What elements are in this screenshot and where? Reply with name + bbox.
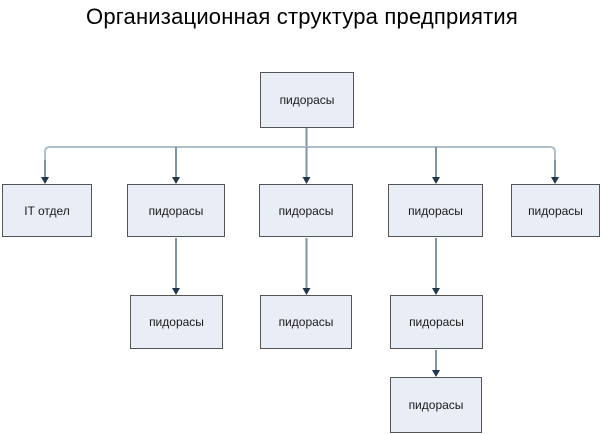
org-node-label: пидорасы <box>149 315 204 329</box>
org-node-label: пидорасы <box>408 398 464 412</box>
arrowhead <box>551 177 559 184</box>
org-node-label: пидорасы <box>148 203 204 218</box>
arrowhead <box>172 177 180 184</box>
connector-bus <box>44 146 556 180</box>
org-node-level2-3: пидорасы <box>259 184 353 237</box>
arrowhead <box>41 177 49 184</box>
arrowhead <box>432 370 440 377</box>
arrowhead <box>302 177 311 184</box>
org-node-label: пидорасы <box>408 203 463 218</box>
arrowheads <box>41 177 559 377</box>
org-node-level4-1: пидорасы <box>390 377 482 433</box>
org-node-level2-5: пидорасы <box>511 184 600 237</box>
org-node-root: пидорасы <box>260 72 354 128</box>
chart-title: Организационная структура предприятия <box>86 4 518 29</box>
org-node-level2-4: пидорасы <box>388 184 483 237</box>
org-node-label: пидорасы <box>279 93 335 107</box>
org-node-label: пидорасы <box>528 203 583 218</box>
org-node-level3-3: пидорасы <box>390 295 483 349</box>
org-node-level3-2: пидорасы <box>260 295 352 349</box>
org-node-label: пидорасы <box>278 203 334 218</box>
org-node-level3-1: пидорасы <box>130 295 223 349</box>
org-node-label: пидорасы <box>409 315 464 329</box>
org-node-label: IT отдел <box>24 203 70 218</box>
arrowhead <box>172 288 180 295</box>
arrowhead <box>432 177 440 184</box>
arrowhead <box>432 288 440 295</box>
org-node-it-department: IT отдел <box>2 184 92 237</box>
org-node-label: пидорасы <box>278 315 334 329</box>
org-node-level2-2: пидорасы <box>127 184 225 237</box>
arrowhead <box>302 288 311 295</box>
